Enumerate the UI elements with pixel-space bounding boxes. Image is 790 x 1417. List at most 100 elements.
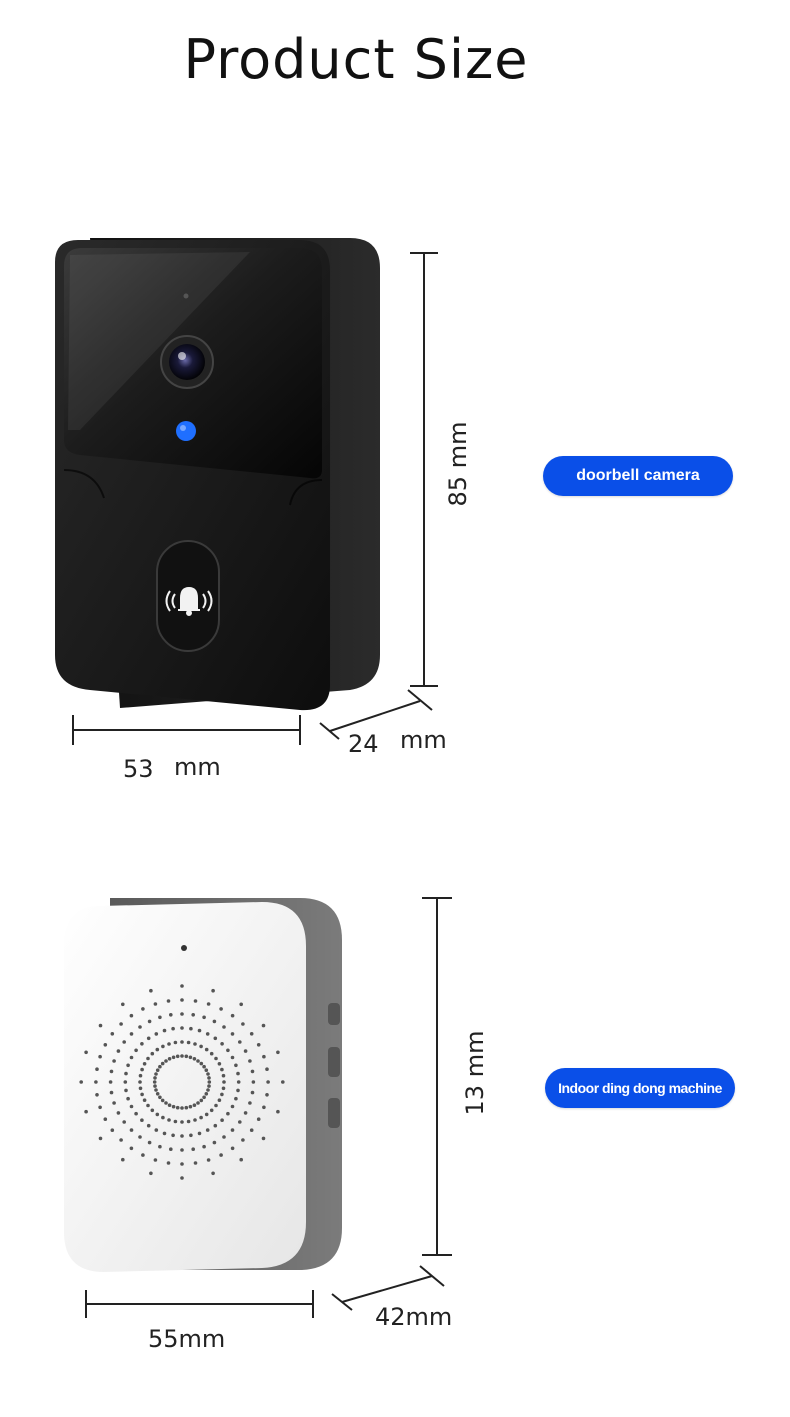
grille-hole [126, 1096, 130, 1101]
grille-hole [175, 1105, 180, 1110]
grille-hole [162, 1028, 167, 1033]
grille-hole [98, 1023, 103, 1028]
grille-hole [186, 1040, 191, 1045]
grille-hole [220, 1118, 224, 1122]
grille-hole [155, 1047, 160, 1052]
grille-hole [140, 1092, 144, 1097]
grille-hole [220, 1092, 224, 1097]
grille-hole [239, 1002, 243, 1007]
grille-hole [138, 1073, 143, 1078]
grille-hole [197, 1028, 202, 1033]
grille-hole [261, 1023, 266, 1028]
doorbell-depth-unit: mm [400, 726, 447, 754]
grille-hole [158, 1095, 162, 1100]
grille-hole [241, 1138, 245, 1142]
grille-hole [154, 1032, 159, 1036]
grille-hole [110, 1128, 115, 1132]
grille-hole [197, 1131, 202, 1136]
grille-hole [243, 1049, 248, 1053]
grille-hole [167, 1057, 172, 1061]
grille-hole [129, 1128, 134, 1132]
grille-hole [256, 1117, 261, 1121]
grille-hole [180, 984, 184, 988]
speaker-grille-icon [79, 984, 285, 1180]
grille-hole [193, 1161, 198, 1165]
chime-width-label: 55mm [148, 1325, 226, 1353]
grille-hole [169, 1147, 173, 1151]
grille-hole [154, 1088, 158, 1092]
grille-hole [162, 1131, 167, 1136]
grille-hole [149, 1171, 153, 1176]
grille-hole [236, 1071, 240, 1076]
grille-hole [236, 1080, 241, 1084]
grille-hole [116, 1049, 121, 1053]
grille-hole [204, 1112, 209, 1117]
grille-hole [265, 1093, 269, 1097]
grille-hole [109, 1069, 114, 1074]
grille-hole [161, 1115, 165, 1120]
grille-hole [138, 1025, 142, 1029]
grille-hole [180, 1162, 184, 1166]
grille-hole [180, 1026, 184, 1030]
grille-hole [199, 1115, 203, 1120]
grille-hole [184, 1105, 189, 1110]
grille-hole [173, 1040, 178, 1045]
grille-hole [281, 1080, 285, 1084]
grille-hole [217, 1098, 222, 1102]
grille-hole [188, 1055, 193, 1060]
grille-hole [234, 1063, 238, 1068]
grille-hole [79, 1080, 83, 1084]
grille-hole [180, 1012, 184, 1016]
grille-hole [119, 1022, 123, 1026]
grille-hole [180, 1148, 184, 1152]
grille-hole [184, 1054, 189, 1059]
grille-hole [193, 1118, 197, 1122]
grille-hole [266, 1080, 270, 1084]
grille-hole [150, 1108, 155, 1113]
grille-hole [129, 1013, 134, 1018]
grille-hole [248, 1101, 252, 1105]
grille-hole [236, 1088, 240, 1093]
grille-hole [202, 1064, 206, 1069]
grille-hole [213, 1123, 218, 1128]
grille-hole [249, 1128, 254, 1132]
grille-hole [140, 1118, 144, 1122]
grille-hole [276, 1050, 280, 1055]
grille-hole [222, 1135, 226, 1139]
grille-hole [202, 1144, 206, 1149]
grille-hole [164, 1059, 168, 1063]
grille-hole [209, 1108, 214, 1113]
grille-hole [98, 1054, 102, 1059]
grille-hole [124, 1088, 128, 1093]
grille-hole [164, 1101, 168, 1105]
grille-hole [180, 1120, 184, 1124]
grille-hole [146, 1123, 151, 1128]
grille-hole [158, 1064, 162, 1069]
grille-hole [206, 1072, 210, 1076]
grille-hole [180, 1054, 184, 1058]
grille-hole [199, 1061, 204, 1066]
grille-hole [153, 1158, 158, 1162]
grille-hole [202, 1015, 206, 1020]
doorbell-height-label: 85 mm [444, 421, 472, 507]
grille-hole [129, 1146, 134, 1151]
grille-hole [211, 988, 215, 993]
grille-hole [199, 1098, 204, 1103]
grille-hole [230, 1146, 235, 1151]
grille-hole [167, 1118, 171, 1122]
chime-depth-label: 42mm [375, 1303, 453, 1331]
grille-hole [138, 1086, 143, 1091]
grille-hole [116, 1111, 121, 1115]
grille-hole [219, 1007, 223, 1011]
chime-height-label: 13 mm [461, 1030, 489, 1116]
chime-side-button-3 [328, 1098, 340, 1128]
grille-hole [205, 1128, 210, 1132]
grille-hole [250, 1090, 255, 1095]
grille-hole [138, 1135, 142, 1139]
grille-hole [95, 1093, 99, 1097]
grille-hole [121, 1157, 125, 1162]
grille-hole [206, 1088, 210, 1092]
grille-hole [122, 1040, 126, 1044]
grille-hole [123, 1080, 128, 1084]
